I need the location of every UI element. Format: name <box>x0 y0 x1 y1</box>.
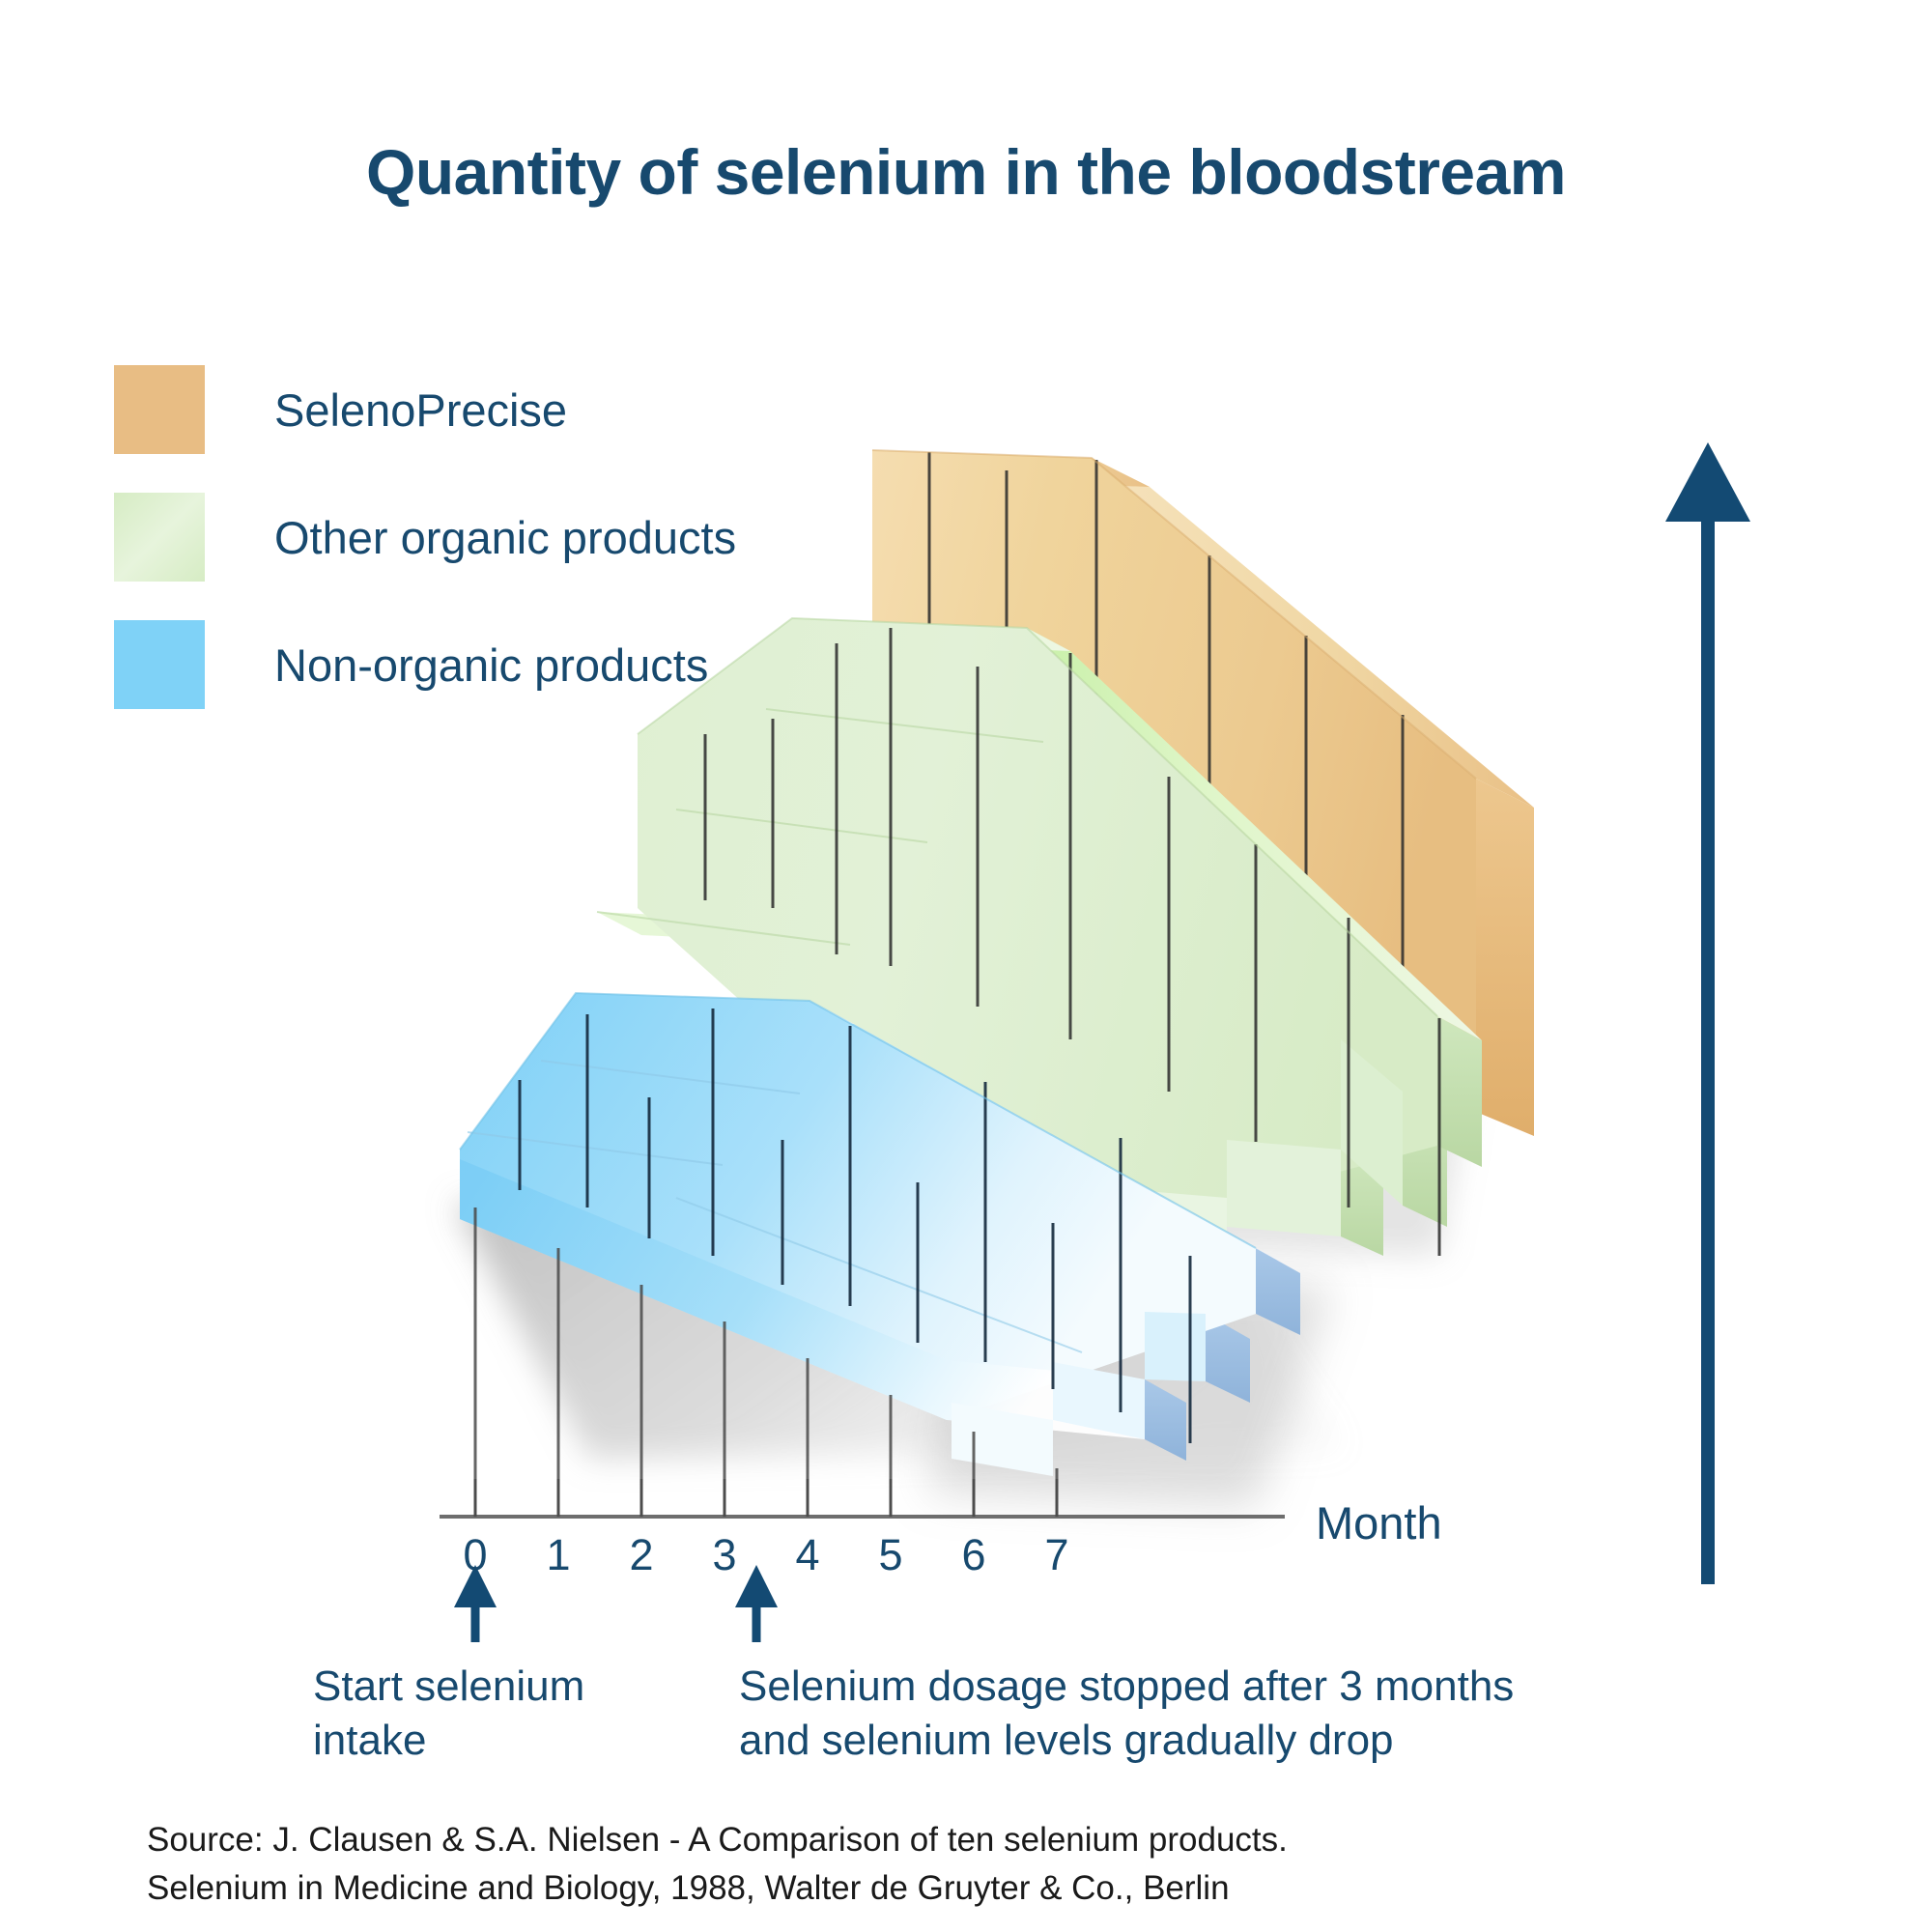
x-tick-label-3: 3 <box>712 1530 737 1579</box>
legend-item-selenoprecise: SelenoPrecise <box>114 365 736 454</box>
annotation-dosage-stopped: Selenium dosage stopped after 3 months a… <box>739 1662 1515 1765</box>
x-tick-label-6: 6 <box>961 1530 986 1579</box>
shadow-cast-green <box>1111 1024 1478 1256</box>
page-title: Quantity of selenium in the bloodstream <box>366 136 1566 208</box>
other-organic-step-cap-5 <box>1437 1016 1482 1167</box>
non-organic-step-cap-5 <box>1256 1248 1300 1335</box>
non-organic-top-bevel <box>810 1001 1300 1273</box>
non-organic-tail-step-3 <box>952 1403 1053 1476</box>
legend-swatch-selenoprecise <box>114 365 205 454</box>
annotation-start-intake: Start selenium intake <box>313 1662 585 1765</box>
other-organic-tail-step-1 <box>1341 1039 1403 1206</box>
legend-label-non-organic: Non-organic products <box>274 639 709 691</box>
shadow-cast-main <box>454 1203 1343 1459</box>
selenoprecise-top-bevel-left <box>872 450 1150 487</box>
selenoprecise-crest-line <box>871 449 1477 780</box>
non-organic-lower-face <box>460 1159 1145 1439</box>
non-organic-step-cap-6 <box>1206 1314 1250 1403</box>
selenoprecise-rise-bevel <box>872 450 966 638</box>
x-axis-label: Month <box>1316 1497 1442 1548</box>
selenoprecise-end-cap <box>1476 779 1534 1136</box>
source-citation: Source: J. Clausen & S.A. Nielsen - A Co… <box>147 1821 1288 1907</box>
x-tick-label-0: 0 <box>463 1530 488 1579</box>
legend-item-other-organic: Other organic products <box>114 493 736 582</box>
other-organic-gridlines <box>703 628 1441 1256</box>
other-organic-front-face <box>638 618 1437 1256</box>
y-axis-arrow <box>1665 442 1750 1584</box>
other-organic-tail-step-2 <box>1227 1140 1341 1236</box>
shadow-stair-tail <box>927 1275 1333 1507</box>
legend-swatch-other-organic <box>114 493 205 582</box>
other-organic-top-bevel <box>1027 628 1482 1040</box>
other-organic-crest-line <box>637 616 1438 1017</box>
selenoprecise-front-face <box>872 450 1476 1112</box>
non-organic-stair-bevel-a <box>541 1061 800 1094</box>
legend-item-non-organic: Non-organic products <box>114 620 736 709</box>
ribbon-selenoprecise <box>871 449 1534 1136</box>
non-organic-stair-bevel-b <box>468 1132 723 1165</box>
other-organic-tail-step-3 <box>1111 1188 1227 1285</box>
non-organic-crest-line <box>459 991 1257 1249</box>
ground-shadow-lower <box>927 1275 1333 1507</box>
x-axis-droplines <box>473 1208 1059 1517</box>
non-organic-terrace-lines <box>467 1060 1083 1353</box>
other-organic-stair-bevel-c <box>597 912 850 945</box>
legend-label-selenoprecise: SelenoPrecise <box>274 384 568 436</box>
x-tick-label-1: 1 <box>546 1530 571 1579</box>
other-organic-top-bevel-left <box>792 618 1070 651</box>
ground-shadow-group <box>454 1024 1478 1459</box>
x-axis-ticks <box>473 1479 1059 1517</box>
selenoprecise-top-bevel <box>1092 458 1534 808</box>
x-tick-label-4: 4 <box>795 1530 820 1579</box>
other-organic-stair-bevel-b <box>676 810 927 842</box>
selenoprecise-gridlines <box>927 452 1405 999</box>
other-organic-step-cap-7 <box>1341 1150 1383 1256</box>
non-organic-front-face <box>460 993 1256 1420</box>
non-organic-top-bevel-left <box>576 993 854 1024</box>
non-organic-tail-step-2 <box>1053 1362 1145 1439</box>
legend: SelenoPrecise Other organic products Non… <box>114 365 736 748</box>
other-organic-stair-bevel-a <box>766 709 1043 742</box>
non-organic-gridlines <box>518 1009 1192 1443</box>
non-organic-step-cap-7 <box>1145 1379 1186 1461</box>
ribbon-non-organic <box>459 991 1300 1476</box>
x-axis <box>440 1208 1285 1519</box>
x-tick-label-5: 5 <box>878 1530 903 1579</box>
legend-label-other-organic: Other organic products <box>274 511 737 563</box>
other-organic-step-cap-6 <box>1403 1092 1447 1227</box>
non-organic-tail-step-1 <box>1145 1312 1206 1381</box>
x-tick-label-2: 2 <box>629 1530 654 1579</box>
x-tick-label-7: 7 <box>1044 1530 1069 1579</box>
legend-swatch-non-organic <box>114 620 205 709</box>
